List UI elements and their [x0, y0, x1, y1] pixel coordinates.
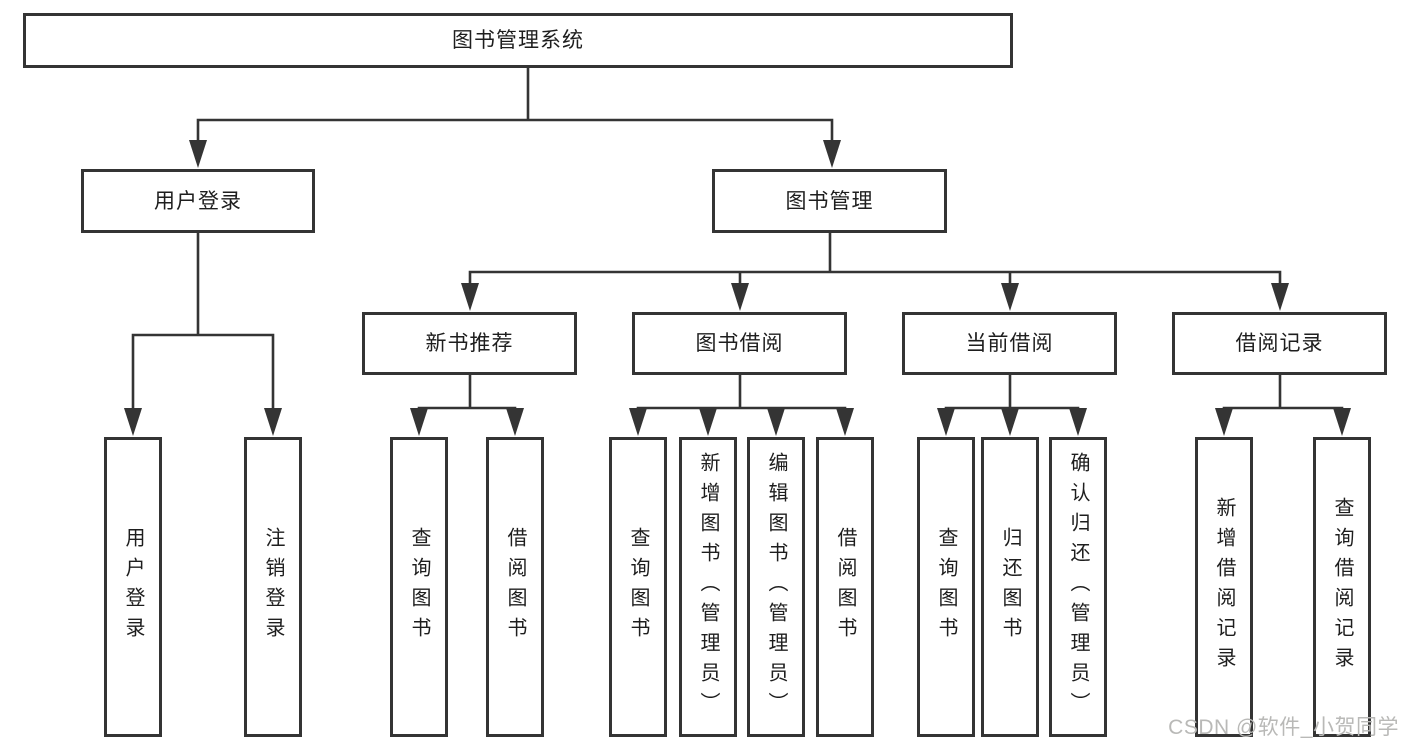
arrowheads [124, 140, 1351, 436]
connector-records-rail [1222, 406, 1344, 410]
leaf-return-books: 归还图书 [981, 437, 1039, 737]
node-book-borrowing: 图书借阅 [632, 312, 847, 375]
leaf-query-borrow-record: 查询借阅记录 [1313, 437, 1371, 737]
node-label: 查询借阅记录 [1331, 497, 1353, 677]
node-label: 归还图书 [999, 527, 1021, 647]
node-label: 用户登录 [122, 527, 144, 647]
connector-user-login-rail [131, 333, 275, 410]
csdn-watermark: CSDN @软件_小贺同学 [1168, 716, 1399, 739]
leaf-add-books-admin: 新增图书（管理员） [679, 437, 737, 737]
node-label: 图书管理 [785, 189, 874, 213]
leaf-borrow-books: 借阅图书 [816, 437, 874, 737]
node-label: 当前借阅 [965, 332, 1054, 355]
connector-level3-rail [468, 270, 1282, 285]
leaf-query-books-borrow: 查询图书 [609, 437, 667, 737]
node-label: 图书管理系统 [452, 29, 584, 52]
node-label: 编辑图书（管理员） [765, 452, 787, 722]
node-label: 借阅记录 [1235, 332, 1324, 355]
node-label: 确认归还（管理员） [1067, 452, 1089, 722]
node-current-borrowing: 当前借阅 [902, 312, 1117, 375]
node-label: 注销登录 [262, 527, 284, 647]
node-borrowing-records: 借阅记录 [1172, 312, 1387, 375]
node-label: 新增借阅记录 [1213, 497, 1235, 677]
leaf-add-borrow-record: 新增借阅记录 [1195, 437, 1253, 737]
leaf-borrow-books-recommend: 借阅图书 [486, 437, 544, 737]
leaf-user-login: 用户登录 [104, 437, 162, 737]
leaf-edit-books-admin: 编辑图书（管理员） [747, 437, 805, 737]
node-library-system-root: 图书管理系统 [23, 13, 1013, 68]
node-book-management: 图书管理 [712, 169, 947, 233]
node-label: 新书推荐 [425, 332, 514, 355]
leaf-query-books-current: 查询图书 [917, 437, 975, 737]
node-label: 借阅图书 [834, 527, 856, 647]
connector-recommend-rail [417, 406, 517, 410]
node-label: 图书借阅 [695, 332, 784, 355]
node-label: 查询图书 [935, 527, 957, 647]
connector-level2-rail [196, 118, 834, 142]
node-new-book-recommend: 新书推荐 [362, 312, 577, 375]
node-user-login: 用户登录 [81, 169, 315, 233]
node-label: 查询图书 [408, 527, 430, 647]
leaf-query-books-recommend: 查询图书 [390, 437, 448, 737]
node-label: 用户登录 [154, 189, 242, 213]
node-label: 新增图书（管理员） [697, 452, 719, 722]
leaf-logout: 注销登录 [244, 437, 302, 737]
node-label: 借阅图书 [504, 527, 526, 647]
node-label: 查询图书 [627, 527, 649, 647]
leaf-confirm-return-admin: 确认归还（管理员） [1049, 437, 1107, 737]
connector-borrow-rail [636, 406, 847, 410]
